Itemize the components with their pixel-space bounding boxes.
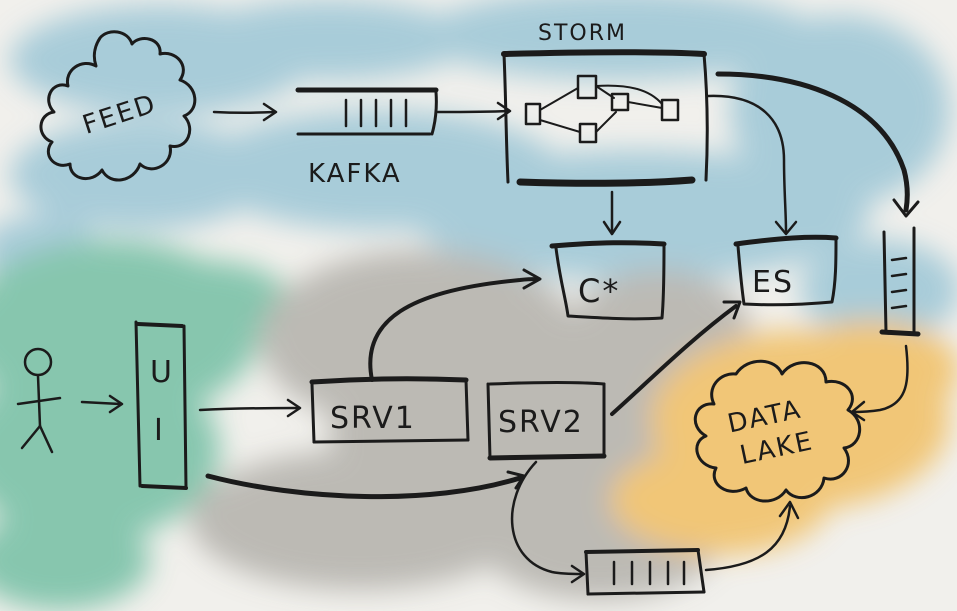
- green-wash: [0, 240, 290, 610]
- kafka-queue-ticks: [344, 98, 408, 128]
- srv1-label: SRV1: [330, 401, 416, 436]
- arrow-srv2-to-bottom-queue: [510, 460, 586, 584]
- storm-box: STORM: [501, 21, 709, 187]
- bottom-queue: [584, 548, 706, 596]
- es-label: ES: [752, 265, 794, 300]
- storm-label: STORM: [538, 21, 627, 46]
- cassandra-db: C*: [549, 240, 667, 321]
- arrow-srv1-to-cassandra: [368, 268, 542, 382]
- user-figure: [16, 347, 62, 454]
- arrow-storm-to-cassandra: [602, 190, 622, 236]
- ui-box: U I: [134, 320, 188, 490]
- arrow-bottom-queue-to-datalake: [704, 500, 800, 572]
- arrow-srv2-to-es: [610, 300, 742, 416]
- arrow-ui-to-srv1: [198, 398, 302, 418]
- srv2-box: SRV2: [486, 381, 607, 461]
- arrow-storm-to-queue: [715, 71, 920, 218]
- arrow-kafka-to-storm: [436, 101, 512, 121]
- vertical-queue: [879, 226, 921, 337]
- kafka-queue: KAFKA: [295, 87, 439, 189]
- es-db: ES: [733, 234, 839, 307]
- kafka-label: KAFKA: [308, 159, 402, 189]
- arrow-feed-to-kafka: [212, 102, 278, 122]
- cassandra-label: C*: [578, 272, 620, 310]
- ui-label-u: U: [150, 355, 174, 390]
- arrow-user-to-ui: [80, 394, 124, 414]
- srv2-label: SRV2: [498, 405, 584, 440]
- srv1-box: SRV1: [309, 376, 470, 444]
- arrow-storm-to-es: [706, 94, 798, 236]
- ui-label-i: I: [154, 413, 165, 448]
- storm-topology-graph: [524, 74, 680, 144]
